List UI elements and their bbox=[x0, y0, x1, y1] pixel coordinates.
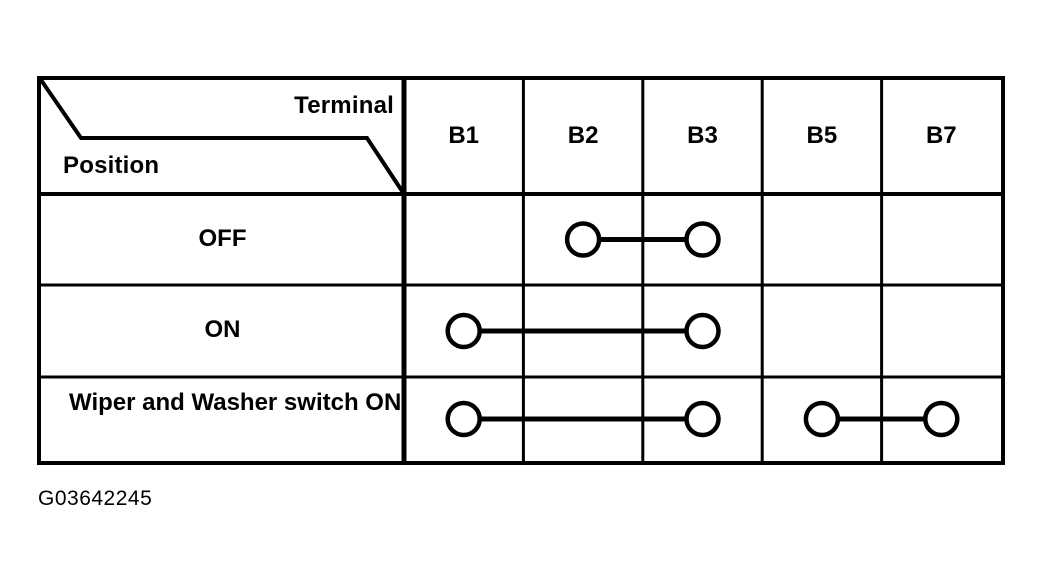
terminal-node-B5 bbox=[803, 400, 841, 438]
table-graphics-layer bbox=[39, 78, 1001, 461]
column-header-B5: B5 bbox=[806, 122, 838, 149]
terminal-node-B3 bbox=[684, 400, 721, 438]
terminal-node-B3 bbox=[684, 312, 721, 350]
row-position-label-1: ON bbox=[204, 316, 241, 343]
column-header-B2: B2 bbox=[567, 122, 599, 149]
column-header-B7: B7 bbox=[925, 122, 957, 149]
column-header-B3: B3 bbox=[687, 122, 718, 149]
row-position-label-2: Wiper and Washer switch ON bbox=[69, 389, 402, 416]
position-header-label: Position bbox=[63, 152, 160, 179]
row-position-label-0: OFF bbox=[198, 224, 247, 252]
terminal-node-B1 bbox=[445, 400, 482, 438]
terminal-header-label: Terminal bbox=[294, 92, 394, 119]
header-corner-divider bbox=[39, 78, 406, 196]
terminal-node-B1 bbox=[445, 312, 482, 350]
figure-caption: G03642245 bbox=[38, 487, 153, 510]
column-header-B1: B1 bbox=[448, 122, 480, 149]
wiper-switch-continuity-table: Terminal Position B1 B2 B3 B5 B7 OFF ON Wiper … bbox=[37, 76, 1005, 465]
terminal-node-B2 bbox=[564, 221, 602, 258]
terminal-node-B7 bbox=[923, 400, 960, 438]
terminal-node-B3 bbox=[684, 221, 721, 258]
